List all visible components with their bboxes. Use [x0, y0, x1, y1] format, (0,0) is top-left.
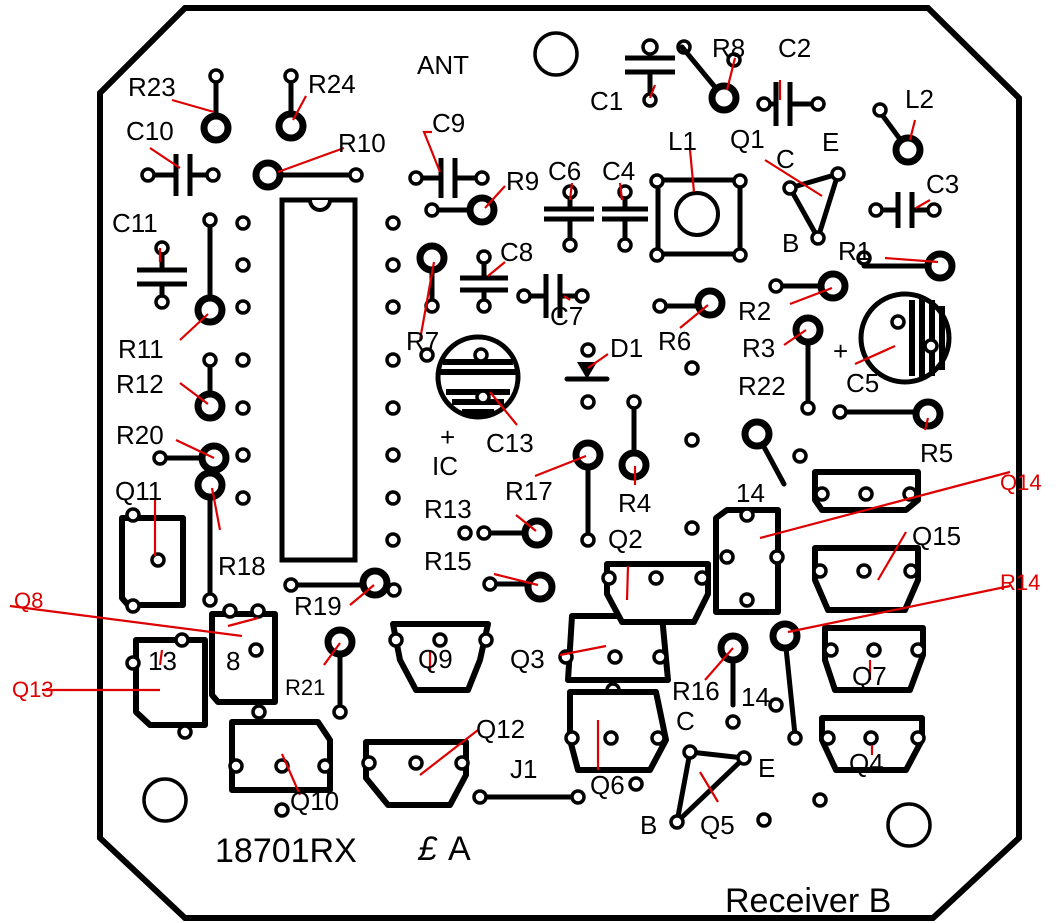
label-C6: C6 [548, 156, 581, 186]
ic-notch [308, 199, 332, 212]
c5-capacitor [858, 291, 952, 385]
resistor-footprints [152, 44, 956, 805]
label-L2: L2 [905, 84, 934, 114]
label-Q1: Q1 [730, 124, 765, 154]
label-L1: L1 [668, 126, 697, 156]
label-Q8-silk: 8 [226, 646, 240, 676]
label-C7: C7 [550, 301, 583, 331]
ic-body [279, 197, 358, 563]
label-C5-plus: + [833, 336, 848, 366]
label-ANT: ANT [417, 50, 469, 80]
label-Q4: Q4 [849, 748, 884, 778]
mounting-hole [142, 777, 188, 823]
label-R1: R1 [838, 236, 871, 266]
label-Q5-E: E [758, 753, 775, 783]
label-Q15: Q15 [912, 521, 961, 551]
label-Q5-C: C [676, 706, 695, 736]
label-C11: C11 [112, 208, 158, 238]
label-Q11: Q11 [115, 476, 162, 506]
label-Q12: Q12 [476, 714, 525, 744]
annotation-leaders [9, 57, 1011, 803]
label-Q1-E: E [822, 127, 839, 157]
label-R24: R24 [308, 69, 356, 99]
label-R23: R23 [128, 72, 176, 102]
label-Q13-callout: Q13 [12, 677, 54, 702]
label-Q8-callout: Q8 [14, 588, 43, 613]
label-R6: R6 [658, 326, 691, 356]
label-R16: R16 [672, 676, 720, 706]
label-R18: R18 [218, 551, 266, 581]
q1-outline [786, 170, 842, 245]
component-labels: ANT R23 R24 C10 R10 C9 C1 R8 C2 L2 Q1 C … [112, 33, 961, 840]
label-Q10: Q10 [290, 786, 339, 816]
label-D1: D1 [610, 333, 643, 363]
label-R10: R10 [338, 128, 386, 158]
label-Q14-callout: Q14 [1000, 470, 1042, 495]
l1-core [674, 191, 720, 237]
label-C3: C3 [926, 169, 959, 199]
label-R15: R15 [424, 546, 472, 576]
label-R3: R3 [742, 333, 775, 363]
red-callout-labels: Q14 Q8 R14 Q13 [12, 470, 1042, 702]
label-R13: R13 [424, 494, 472, 524]
label-R12: R12 [116, 369, 164, 399]
label-Q3: Q3 [510, 644, 545, 674]
label-R16-14: 14 [741, 682, 770, 712]
label-R8: R8 [712, 33, 745, 63]
label-R2: R2 [738, 296, 771, 326]
label-Q1-C: C [776, 144, 795, 174]
ic-pins [235, 215, 401, 548]
board-caption: Receiver B [725, 882, 891, 920]
label-C8: C8 [500, 237, 533, 267]
label-Q1-B: B [782, 228, 799, 258]
label-C4: C4 [602, 156, 635, 186]
loose-pads [386, 347, 828, 828]
label-Q13-silk: 13 [148, 646, 177, 676]
d1-diode [564, 342, 610, 410]
label-R19: R19 [294, 591, 342, 621]
label-Q5: Q5 [700, 810, 735, 840]
label-R17: R17 [505, 476, 553, 506]
revision-symbol: £ [417, 830, 438, 868]
transistor-packages [119, 469, 926, 818]
label-IC-plus: + [440, 422, 455, 452]
label-C1: C1 [590, 86, 623, 116]
label-R20: R20 [116, 420, 164, 450]
label-R7: R7 [406, 326, 439, 356]
label-J1: J1 [510, 754, 537, 784]
label-C9: C9 [432, 108, 465, 138]
c13-capacitor [435, 334, 521, 420]
label-Q9: Q9 [418, 644, 453, 674]
board-part-number: 18701RX [215, 832, 357, 870]
board-revision: A [448, 830, 471, 868]
label-R11: R11 [118, 334, 164, 364]
label-Q14-silk: 14 [736, 478, 765, 508]
label-C10: C10 [126, 116, 174, 146]
label-R21: R21 [285, 675, 325, 700]
mounting-hole [533, 31, 579, 77]
label-IC: IC [432, 451, 458, 481]
label-C13: C13 [486, 428, 534, 458]
label-R22: R22 [738, 371, 786, 401]
label-R4: R4 [618, 488, 651, 518]
label-R5: R5 [920, 438, 953, 468]
mounting-hole [886, 802, 932, 848]
label-Q7: Q7 [852, 661, 887, 691]
label-Q6: Q6 [590, 770, 625, 800]
label-R9: R9 [506, 166, 539, 196]
label-C5: C5 [846, 368, 879, 398]
label-Q5-B: B [640, 810, 657, 840]
label-Q2: Q2 [608, 524, 643, 554]
label-C2: C2 [778, 33, 811, 63]
label-R14-callout: R14 [1000, 570, 1040, 595]
